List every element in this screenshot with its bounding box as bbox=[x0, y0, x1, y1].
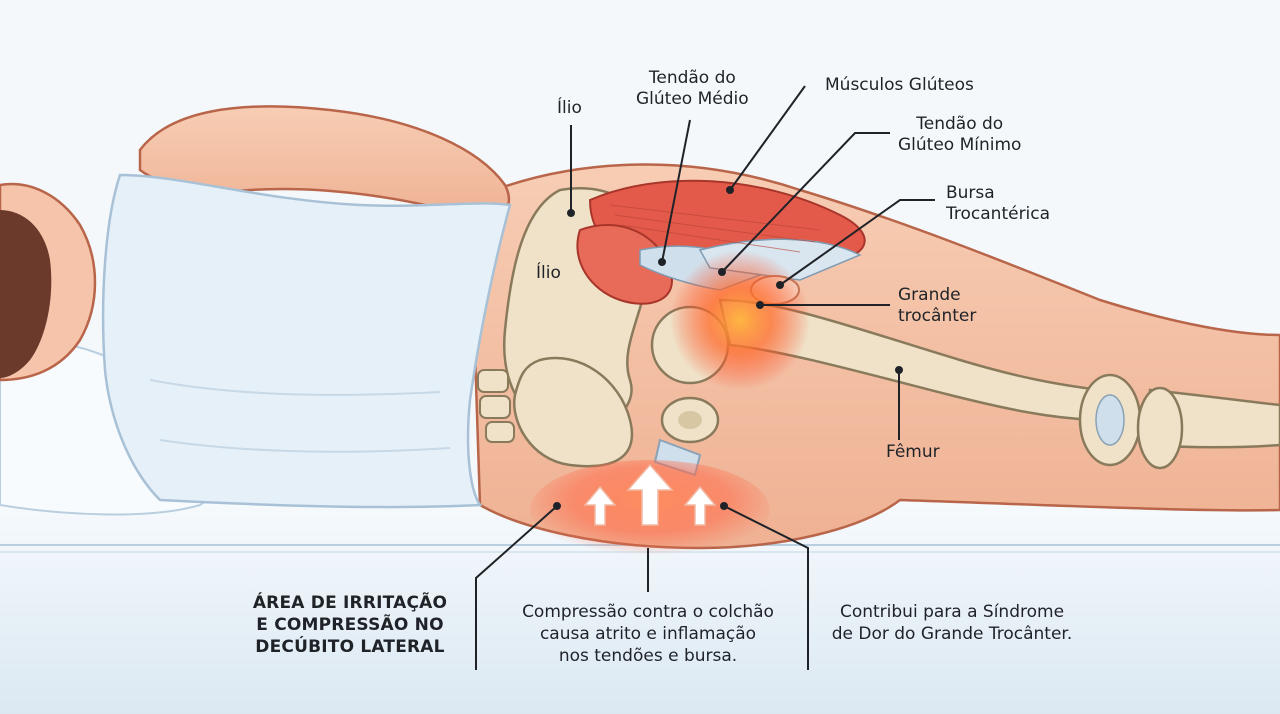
caption-sindrome-line2: de Dor do Grande Trocânter. bbox=[831, 624, 1073, 644]
leader-lines bbox=[475, 85, 935, 670]
caption-area: ÁREA DE IRRITAÇÃO E COMPRESSÃO NO DECÚBI… bbox=[250, 592, 450, 658]
caption-compressao: Compressão contra o colchão causa atrito… bbox=[500, 601, 796, 667]
label-grande-trocanter: Grande trocânter bbox=[898, 285, 976, 327]
caption-area-line1: ÁREA DE IRRITAÇÃO bbox=[252, 593, 448, 613]
label-grande-trocanter-line2: trocânter bbox=[898, 306, 977, 326]
pressure-arrows bbox=[583, 463, 717, 526]
label-gluteo-minimo-line1: Tendão do bbox=[916, 114, 1004, 134]
label-gluteo-minimo-line2: Glúteo Mínimo bbox=[898, 135, 1022, 155]
caption-sindrome: Contribui para a Síndrome de Dor do Gran… bbox=[822, 601, 1082, 645]
label-gluteo-medio-line2: Glúteo Médio bbox=[636, 89, 749, 109]
caption-compressao-line3: nos tendões e bursa. bbox=[558, 646, 738, 666]
label-ilio-bone: Ílio bbox=[536, 263, 561, 283]
caption-compressao-line1: Compressão contra o colchão bbox=[522, 602, 774, 622]
label-bursa-line1: Bursa bbox=[946, 183, 995, 203]
shirt bbox=[101, 173, 512, 509]
hair bbox=[0, 210, 52, 378]
label-ilio-top: Ílio bbox=[557, 98, 582, 118]
label-femur: Fêmur bbox=[886, 442, 940, 462]
caption-sindrome-line1: Contribui para a Síndrome bbox=[839, 602, 1065, 622]
caption-area-line3: DECÚBITO LATERAL bbox=[255, 637, 445, 657]
caption-compressao-line2: causa atrito e inflamação bbox=[539, 624, 757, 644]
inflammation-glow bbox=[670, 250, 810, 390]
caption-area-line2: E COMPRESSÃO NO bbox=[256, 615, 444, 635]
label-bursa: Bursa Trocantérica bbox=[946, 183, 1050, 225]
label-grande-trocanter-line1: Grande bbox=[898, 285, 961, 305]
label-musculos-gluteos: Músculos Glúteos bbox=[825, 75, 974, 95]
label-gluteo-medio-line1: Tendão do bbox=[648, 68, 736, 88]
label-gluteo-minimo: Tendão do Glúteo Mínimo bbox=[898, 114, 1021, 156]
label-gluteo-medio: Tendão do Glúteo Médio bbox=[636, 68, 749, 110]
label-bursa-line2: Trocantérica bbox=[946, 204, 1051, 224]
spine bbox=[477, 369, 515, 443]
